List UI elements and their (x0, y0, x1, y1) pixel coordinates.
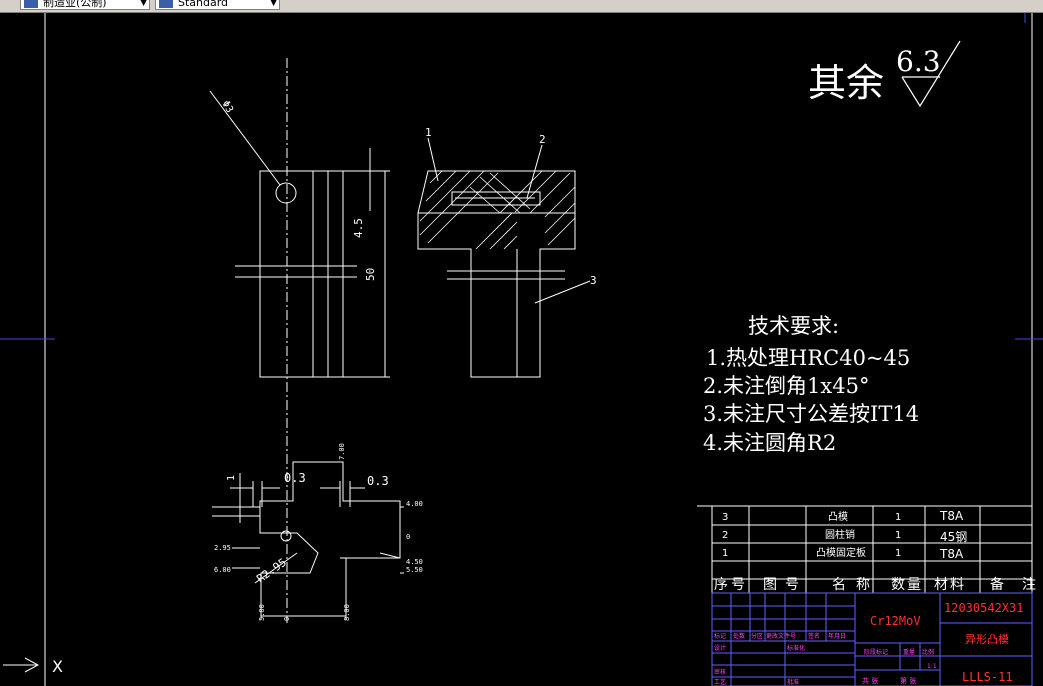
bom-row-material: T8A (939, 509, 964, 523)
tb-label-date: 年月日 (828, 632, 846, 640)
roughness-value: 6.3 (896, 45, 941, 78)
dim-right-4: 5.50 (406, 566, 423, 574)
bom-row-no: 3 (722, 512, 728, 523)
tech-item-4: 4.未注圆角R2 (703, 431, 836, 455)
roughness-note: 其余 6.3 (808, 40, 961, 108)
title-material: Cr12MoV (870, 614, 921, 628)
tech-item-3: 3.未注尺寸公差按IT14 (703, 402, 919, 426)
crosshair (0, 13, 1043, 340)
drawing-frame (44, 13, 1033, 686)
balloon-2: 2 (539, 133, 546, 146)
layer-combo-label: 制造业(公制) (43, 0, 107, 9)
bom-header-qty: 数量 (891, 577, 923, 593)
bom-row-name: 凸模固定板 (816, 546, 866, 559)
title-drawing-no: 12030542X31 (944, 601, 1023, 615)
dim-height-short: 4.5 (352, 218, 365, 238)
tb-label-scale: 比例 (922, 648, 934, 656)
front-view (209, 90, 390, 378)
roughness-prefix: 其余 (808, 61, 884, 105)
tb-label-count: 处数 (733, 632, 745, 640)
tb-label-design: 设计 (714, 644, 726, 652)
tech-item-2: 2.未注倒角1x45° (703, 374, 869, 398)
section-view (417, 137, 591, 378)
text-style-combo[interactable]: Standard ▼ (155, 0, 280, 10)
dim-step: 1 (226, 475, 237, 481)
bom-header-name: 名称 (832, 577, 880, 593)
dim-bottom-2: 0 (283, 617, 291, 621)
title-part-name: 异形凸模 (965, 633, 1009, 646)
dim-bottom-1: 5.00 (258, 604, 266, 621)
profile-view (212, 461, 404, 620)
tb-label-change: 更改文件号 (766, 632, 796, 640)
tb-label-weight: 重量 (903, 648, 915, 656)
dim-right-1: 4.00 (406, 500, 423, 508)
title-code: LLLS-11 (962, 670, 1013, 684)
dim-right-2: 0 (406, 533, 410, 541)
tech-requirements: 技术要求: 1.热处理HRC40~45 2.未注倒角1x45° 3.未注尺寸公差… (703, 314, 919, 455)
title-block-text: Cr12MoV 12030542X31 异形凸模 LLLS-11 标记 处数 分… (714, 601, 1023, 686)
chevron-down-icon: ▼ (270, 0, 277, 8)
ucs-icon: X (3, 657, 63, 676)
bom-row-no: 1 (722, 548, 728, 559)
balloon-1: 1 (425, 126, 432, 139)
bom-row-name: 圆柱销 (825, 528, 855, 541)
tech-item-1: 1.热处理HRC40~45 (706, 346, 910, 370)
bom-row-material: 45钢 (940, 530, 967, 544)
bom-row-material: T8A (939, 547, 964, 561)
tb-label-review: 审核 (714, 668, 726, 676)
drawing-canvas[interactable]: 其余 6.3 Φ3 4.5 50 (0, 13, 1043, 686)
tb-label-approve: 批准 (787, 678, 799, 686)
roughness-symbol-icon (901, 40, 961, 108)
dim-top-label: 7.00 (338, 443, 346, 460)
bom-row-no: 2 (722, 530, 728, 541)
tech-title: 技术要求: (748, 314, 839, 338)
tb-label-zone: 分区 (751, 632, 763, 640)
tb-scale-value: 1:1 (927, 663, 937, 670)
cad-drawing[interactable]: 其余 6.3 Φ3 4.5 50 (0, 13, 1043, 686)
text-style-combo-label: Standard (178, 0, 229, 9)
tb-label-sign: 签名 (808, 632, 820, 640)
balloon-3: 3 (590, 274, 597, 287)
ucs-x-label: X (52, 657, 63, 676)
tb-label-process: 工艺 (714, 678, 726, 686)
bom-row-qty: 1 (895, 530, 901, 541)
bom-row-qty: 1 (895, 512, 901, 523)
dim-left-1: 2.95 (214, 544, 231, 552)
bom-header-material: 材料 (934, 577, 966, 593)
tb-label-sheet: 第 张 (900, 676, 916, 685)
tb-label-stage: 阶段标记 (864, 648, 888, 656)
tb-label-mark: 标记 (714, 632, 726, 640)
dim-left-2: 6.00 (214, 566, 231, 574)
chevron-down-icon: ▼ (140, 0, 147, 8)
tb-label-total: 共 张 (862, 676, 878, 685)
dim-offset-right: 0.3 (367, 474, 389, 488)
dim-bottom-3: 8.00 (343, 604, 351, 621)
bom-rows: 3 凸模 1 T8A 2 圆柱销 1 45钢 1 凸模固定板 1 T8A 序号 … (714, 509, 1043, 593)
title-block (711, 592, 1033, 686)
dim-right-3: 4.50 (406, 558, 423, 566)
layer-combo[interactable]: 制造业(公制) ▼ (20, 0, 150, 10)
dim-height-total: 50 (364, 268, 377, 281)
bom-header-note: 备注 (990, 576, 1043, 593)
toolbar: 制造业(公制) ▼ Standard ▼ (0, 0, 1043, 13)
tb-label-standard: 标准化 (787, 644, 805, 652)
style-icon (24, 0, 38, 8)
dim-hole-dia: Φ3 (219, 99, 235, 115)
bom-header-no: 序号 (714, 577, 748, 593)
dim-radius: R2.95 (254, 556, 289, 586)
bom-row-qty: 1 (895, 548, 901, 559)
bom-table (697, 505, 1032, 686)
text-style-icon (159, 0, 173, 8)
dim-offset-left: 0.3 (284, 471, 306, 485)
bom-row-name: 凸模 (828, 511, 848, 523)
bom-header-code: 图号 (763, 577, 807, 593)
